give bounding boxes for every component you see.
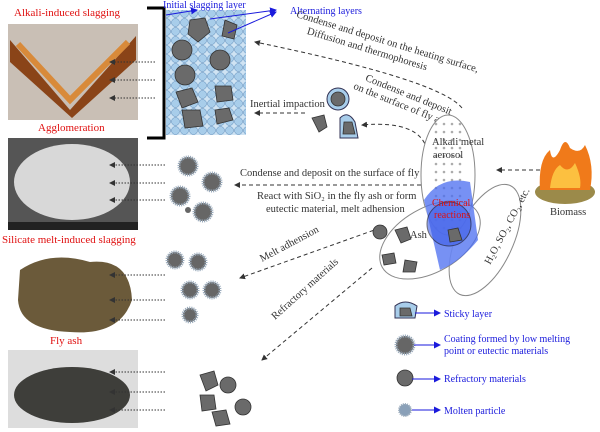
alkali-slagging-photo (8, 24, 138, 120)
react-sio2-label-1: React with SiO₂ in the fly ash or form (257, 191, 416, 202)
aerosol-label-2: aerosol (433, 150, 463, 161)
chemical-reactions-label-2: reactions (434, 210, 470, 221)
svg-text:Molten particle: Molten particle (444, 406, 506, 417)
silicate-slagging-photo (8, 250, 138, 338)
svg-text:Refractory materials: Refractory materials (444, 374, 526, 385)
slag-layer (166, 10, 246, 135)
svg-text:Condense and deposit on the he: Condense and deposit on the heating surf… (295, 9, 480, 75)
melt-adhension-label: Melt adhension (258, 224, 321, 265)
condense-heating-text: Condense and deposit on the heating surf… (295, 9, 480, 75)
condense-surface-label: Condense and deposit on the surface of f… (240, 168, 437, 179)
heating-surface-bracket (147, 6, 166, 140)
label-fly-ash: Fly ash (50, 335, 83, 347)
legend-refractory: Refractory materials (396, 369, 526, 387)
ash-label: Ash (410, 230, 428, 241)
initial-slagging-layer-label: Initial slagging layer (163, 0, 246, 11)
label-silicate-slagging: Silicate melt-induced slagging (2, 234, 136, 246)
react-sio2-label-2: eutectic material, melt adhension (266, 204, 406, 215)
svg-text:point or eutectic materials: point or eutectic materials (444, 346, 548, 357)
svg-text:Sticky layer: Sticky layer (444, 309, 493, 320)
agglomeration-photo (8, 138, 138, 230)
biomass-fire-icon (535, 141, 595, 204)
biomass-label: Biomass (550, 207, 586, 218)
refractory-particles (199, 370, 252, 427)
melt-particles (165, 250, 222, 324)
pointer-arrows (109, 59, 165, 413)
alternating-layers-label: Alternating layers (290, 6, 362, 17)
label-agglomeration: Agglomeration (38, 122, 105, 134)
refractory-path-label: Refractory materials (270, 257, 341, 323)
chemical-reactions-label-1: Chemical (432, 198, 471, 209)
fly-ash-photo (8, 350, 138, 428)
legend-sticky-layer: Sticky layer (394, 301, 493, 320)
agglomerated-particles (169, 155, 223, 223)
legend-molten-particle: Molten particle (398, 403, 506, 417)
legend-coating: Coating formed by low melting point or e… (394, 334, 570, 357)
legend: Sticky layer Coating formed by low melti… (394, 301, 570, 417)
svg-text:Coating formed by low melting: Coating formed by low melting (444, 334, 570, 345)
inertial-impaction-label: Inertial impaction (250, 99, 326, 110)
aerosol-label-1: Alkali metal (432, 137, 484, 148)
label-alkali-slagging: Alkali-induced slagging (14, 7, 121, 19)
